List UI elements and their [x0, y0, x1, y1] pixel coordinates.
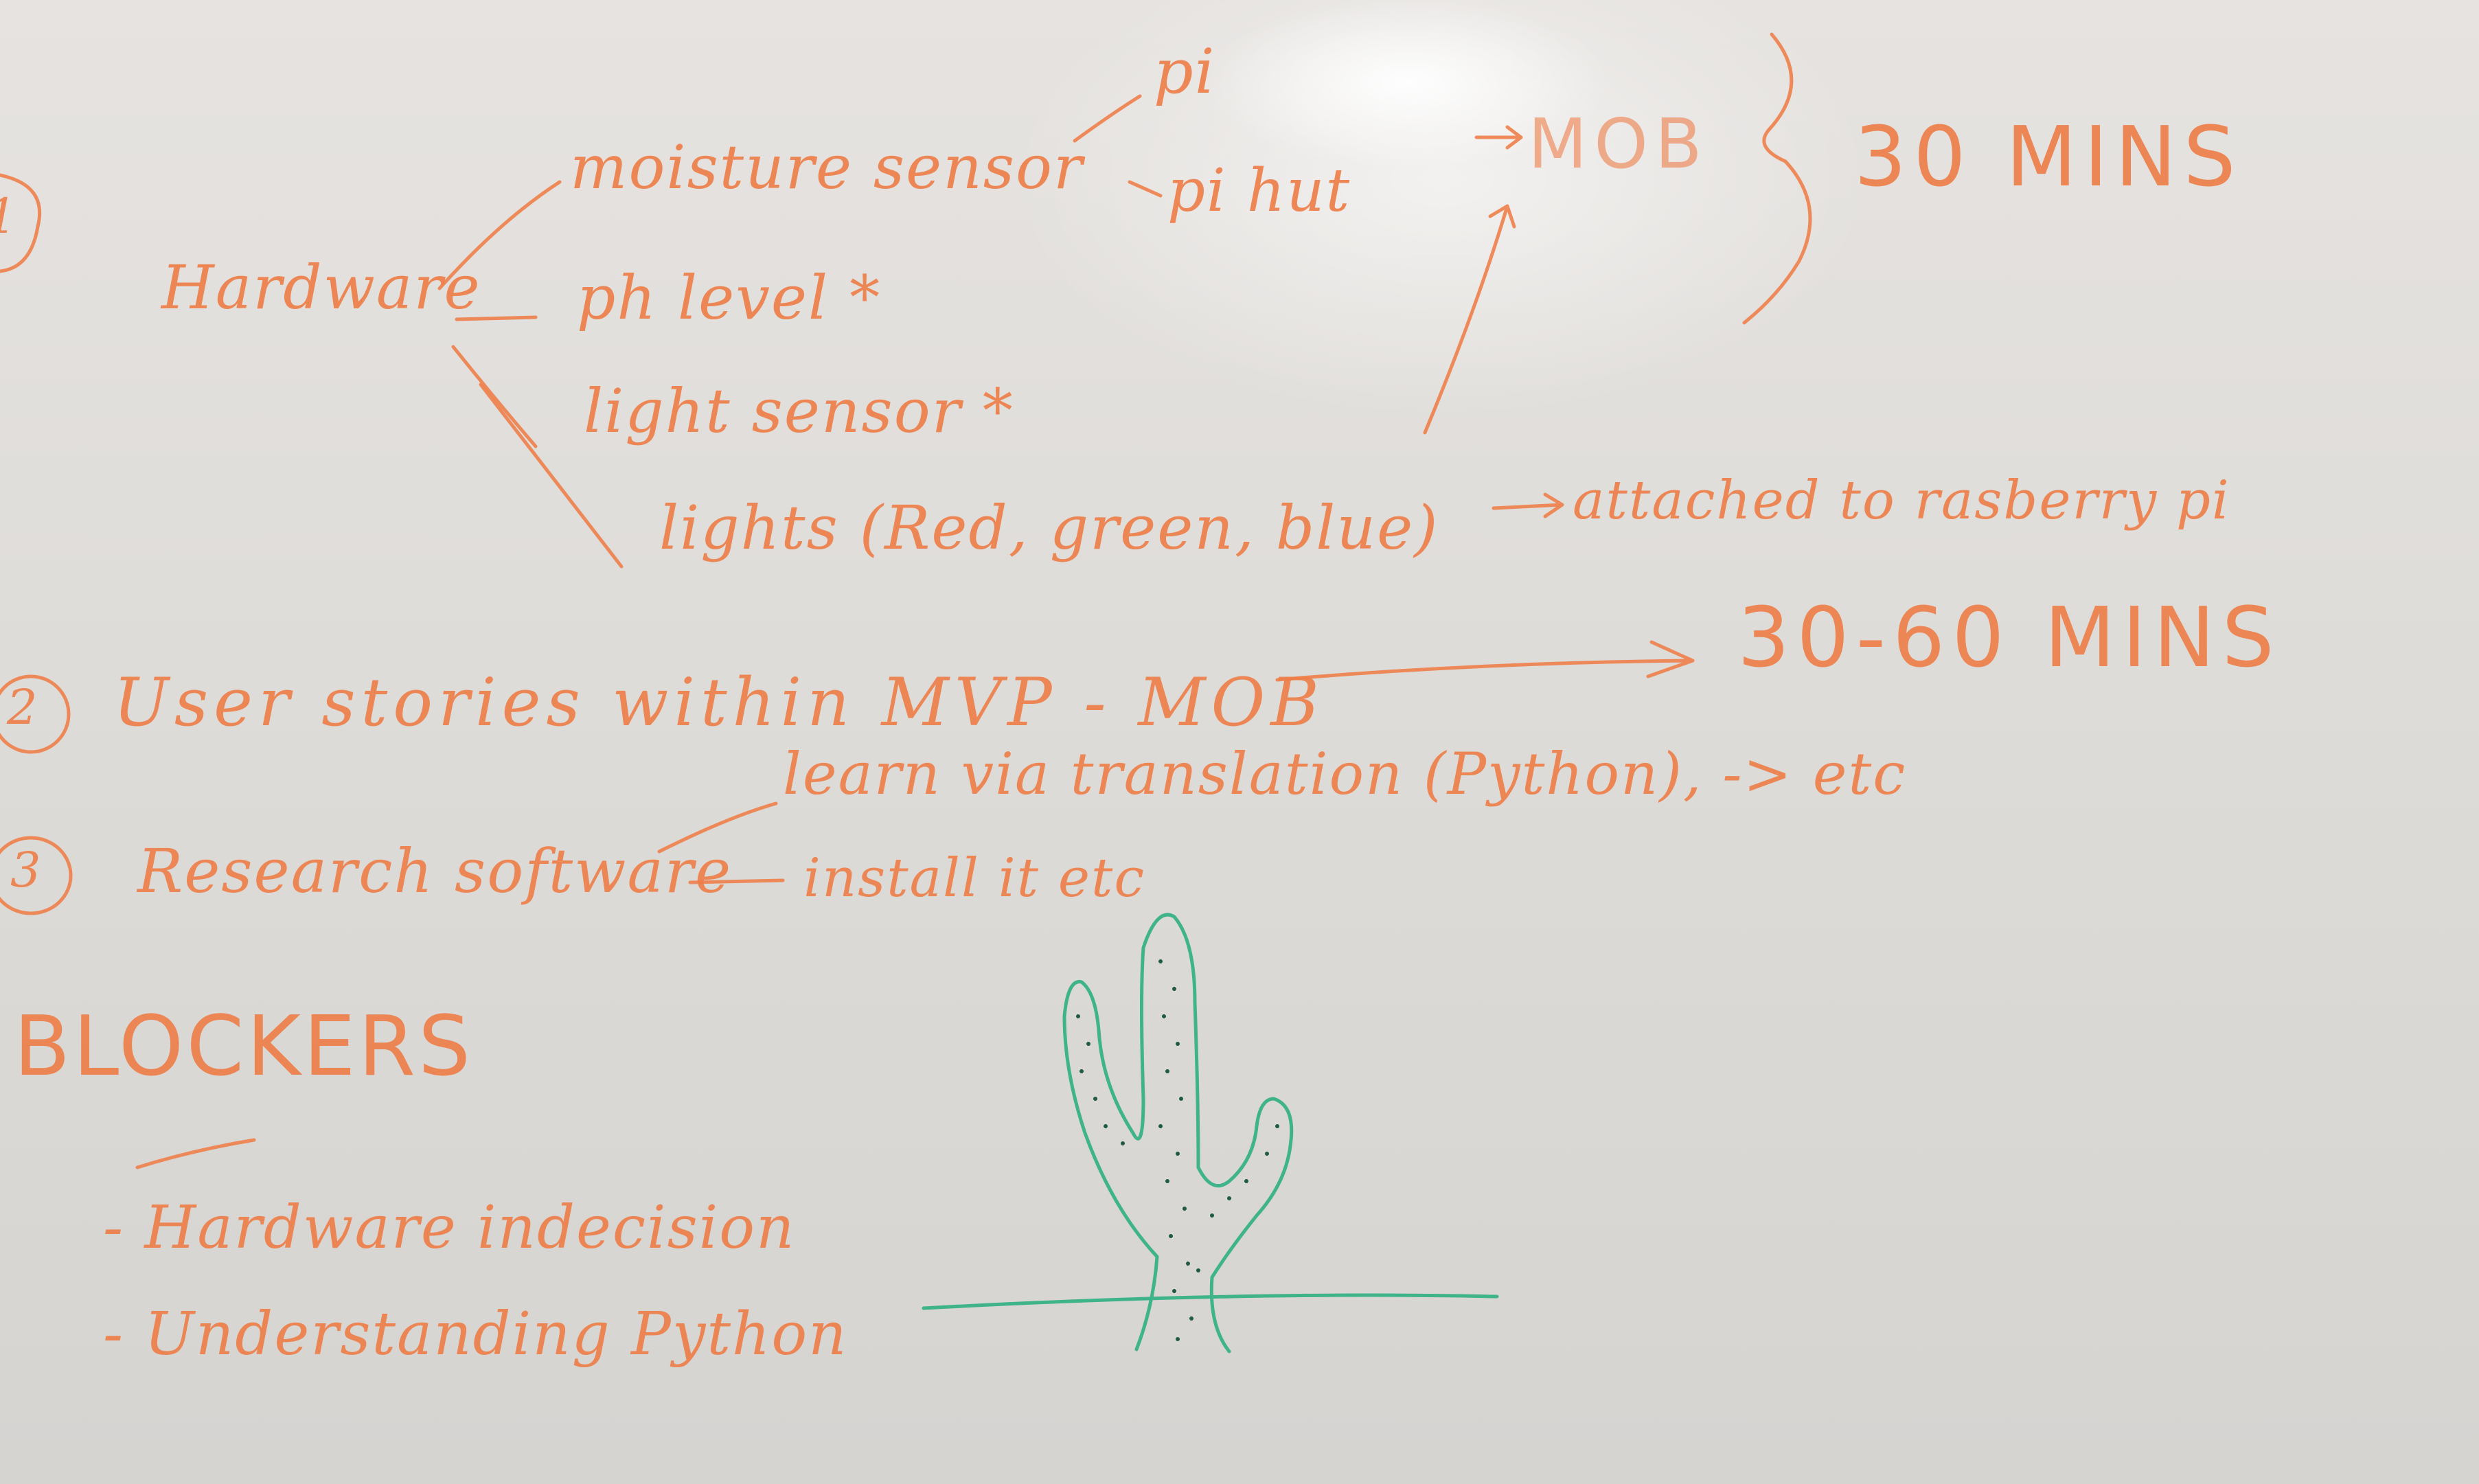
item-1-circle	[0, 173, 42, 273]
cactus-drawing	[922, 913, 1499, 1354]
blockers-underline	[135, 1138, 256, 1169]
branch-to-moisture	[437, 180, 562, 290]
moisture-sensor-label: moisture sensor	[570, 132, 1084, 203]
time-30-mins: 30 MINS	[1854, 110, 2243, 205]
lights-label: lights (Red, green, blue)	[659, 492, 1439, 563]
blocker-item-hardware: - Hardware indecision	[103, 1194, 796, 1262]
branch-to-learn	[657, 801, 778, 854]
branch-to-install	[688, 878, 785, 884]
arrow-to-30-60	[1275, 640, 1695, 682]
item-number-3: 3	[10, 842, 43, 898]
attached-label: attached to rasberry pi	[1573, 470, 2230, 532]
branch-to-ph	[455, 315, 538, 321]
cactus-outline	[1062, 913, 1294, 1354]
time-30-60-mins: 30-60 MINS	[1737, 591, 2281, 686]
item-number-1: 1	[0, 192, 19, 240]
ground-line	[922, 1293, 1499, 1310]
blocker-item-python: - Understanding Python	[103, 1300, 848, 1369]
arrow-to-mob	[1474, 125, 1523, 150]
light-sensor-label: light sensor *	[584, 376, 1014, 446]
branch-to-pi	[1073, 94, 1142, 143]
learn-via-label: learn via translation (Python), -> etc	[783, 740, 1907, 808]
arrow-to-attached	[1492, 492, 1564, 518]
pi-label: pi	[1154, 36, 1216, 108]
user-stories-label: User stories within MVP - MOB	[113, 664, 1325, 741]
branch-to-lights	[479, 383, 624, 569]
ph-level-label: ph level *	[577, 262, 882, 333]
hardware-label: Hardware	[161, 252, 481, 323]
pi-hut-label: pi hut	[1167, 157, 1351, 225]
branch-to-light	[451, 345, 538, 448]
curly-brace	[1742, 32, 1812, 325]
arrow-up-to-mob	[1423, 204, 1516, 435]
branch-to-pi-hut	[1128, 180, 1163, 198]
item-number-2: 2	[7, 679, 39, 735]
item-2-circle	[0, 674, 71, 754]
research-software-label: Research software	[137, 836, 733, 906]
install-it-label: install it etc	[803, 847, 1146, 909]
item-3-circle	[0, 836, 73, 915]
blockers-heading: BLOCKERS	[14, 999, 474, 1095]
mob-label: MOB	[1528, 104, 1709, 184]
